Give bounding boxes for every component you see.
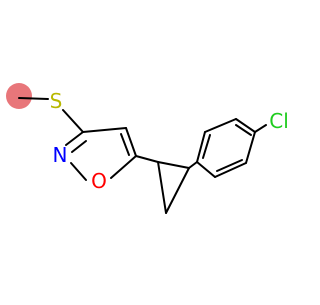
bond-c5-cp1 bbox=[135, 155, 159, 163]
atom-oxygen: O bbox=[91, 169, 107, 193]
bond-cp1-cp2 bbox=[157, 161, 190, 169]
bond-ar1-ar6-double bbox=[202, 134, 211, 159]
bond-ar2-ar3 bbox=[214, 162, 247, 178]
atom-sulfur: S bbox=[50, 89, 63, 113]
bond-s-methyl bbox=[18, 97, 49, 100]
bond-cp3-cp1 bbox=[157, 161, 167, 214]
bond-c5-o1 bbox=[110, 155, 137, 179]
bond-ar5-ar6 bbox=[204, 118, 237, 133]
bond-n2-c3 bbox=[65, 131, 84, 146]
bond-o1-n2 bbox=[70, 162, 87, 181]
bond-ar3-ar4 bbox=[245, 131, 256, 164]
molecule-structure: S N O Cl bbox=[6, 83, 289, 214]
bond-ar4-ar5-double bbox=[235, 124, 252, 136]
structure-canvas: S N O Cl bbox=[6, 83, 289, 214]
bond-cp2-aryl bbox=[188, 161, 198, 169]
bond-ar4-cl bbox=[254, 124, 267, 133]
atom-nitrogen: N bbox=[53, 143, 68, 167]
bond-c4-c5 bbox=[125, 127, 137, 157]
bond-c4-c5-double bbox=[120, 133, 130, 156]
methyl-group-highlight bbox=[6, 83, 32, 109]
bond-cp2-cp3 bbox=[165, 167, 190, 214]
bond-ar2-ar3-double bbox=[216, 159, 243, 172]
atom-chlorine: Cl bbox=[269, 109, 289, 133]
bond-ar4-ar5 bbox=[235, 118, 256, 133]
bond-ar1-ar2 bbox=[196, 161, 216, 178]
bond-ar6-ar1 bbox=[196, 131, 206, 163]
bond-s-c3 bbox=[62, 109, 84, 133]
bond-n2-c3-double bbox=[71, 140, 87, 153]
bond-c3-c4 bbox=[82, 127, 127, 133]
